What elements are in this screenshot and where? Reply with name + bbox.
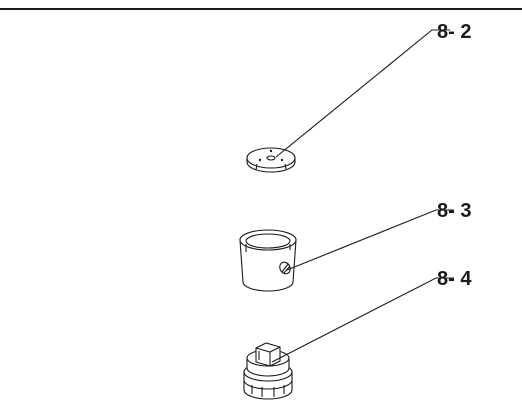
- part-8-4-base: [243, 342, 293, 400]
- leader-line-8-4: [271, 277, 454, 363]
- leader-line-8-3: [286, 209, 454, 271]
- leader-line-8-2: [275, 29, 450, 158]
- part-8-2-plate: [246, 147, 296, 173]
- part-8-3-cup: [239, 229, 297, 292]
- callout-label-8-4: 8- 4: [437, 268, 472, 290]
- callout-label-8-2: 8- 2: [437, 21, 471, 43]
- callout-label-8-3: 8- 3: [437, 200, 471, 222]
